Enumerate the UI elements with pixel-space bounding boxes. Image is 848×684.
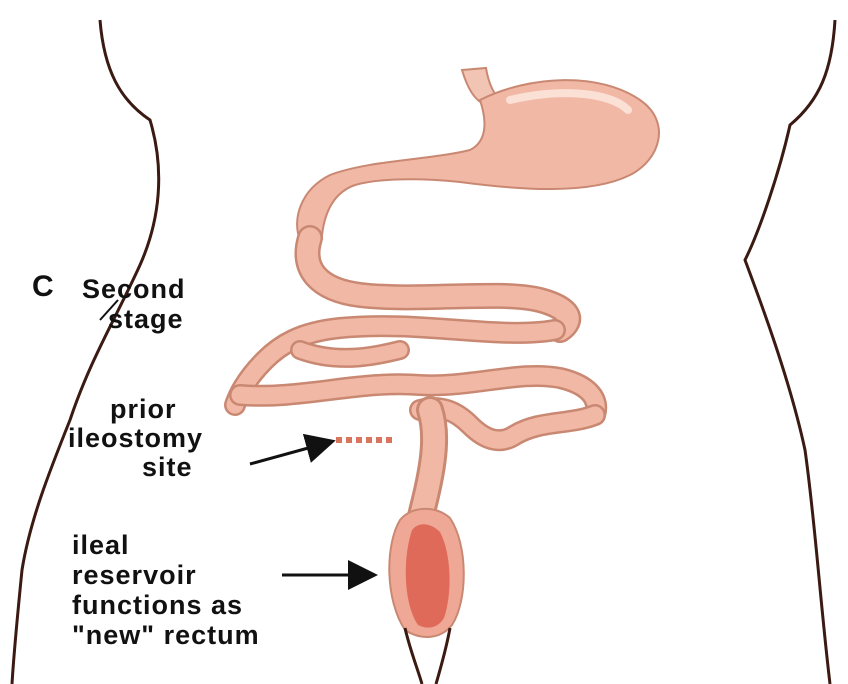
ileostomy-label-line-1: prior — [110, 394, 177, 425]
ileostomy-label-line-3: site — [142, 452, 193, 483]
stage-label-line-1: Second — [82, 274, 186, 305]
ileostomy-label-line-2: ileostomy — [68, 423, 203, 454]
reservoir-label-line-2: reservoir — [72, 560, 197, 591]
reservoir-label-line-1: ileal — [72, 530, 130, 561]
stage-label-line-2: stage — [108, 304, 184, 335]
body-outline-right — [745, 20, 835, 684]
panel-letter: C — [32, 270, 55, 304]
reservoir-label-line-3: functions as — [72, 590, 243, 621]
small-intestine — [235, 326, 596, 440]
ileostomy-arrow — [250, 442, 330, 464]
reservoir-label-line-4: "new" rectum — [72, 620, 260, 651]
stomach — [297, 80, 659, 248]
reservoir-interior — [406, 524, 450, 627]
